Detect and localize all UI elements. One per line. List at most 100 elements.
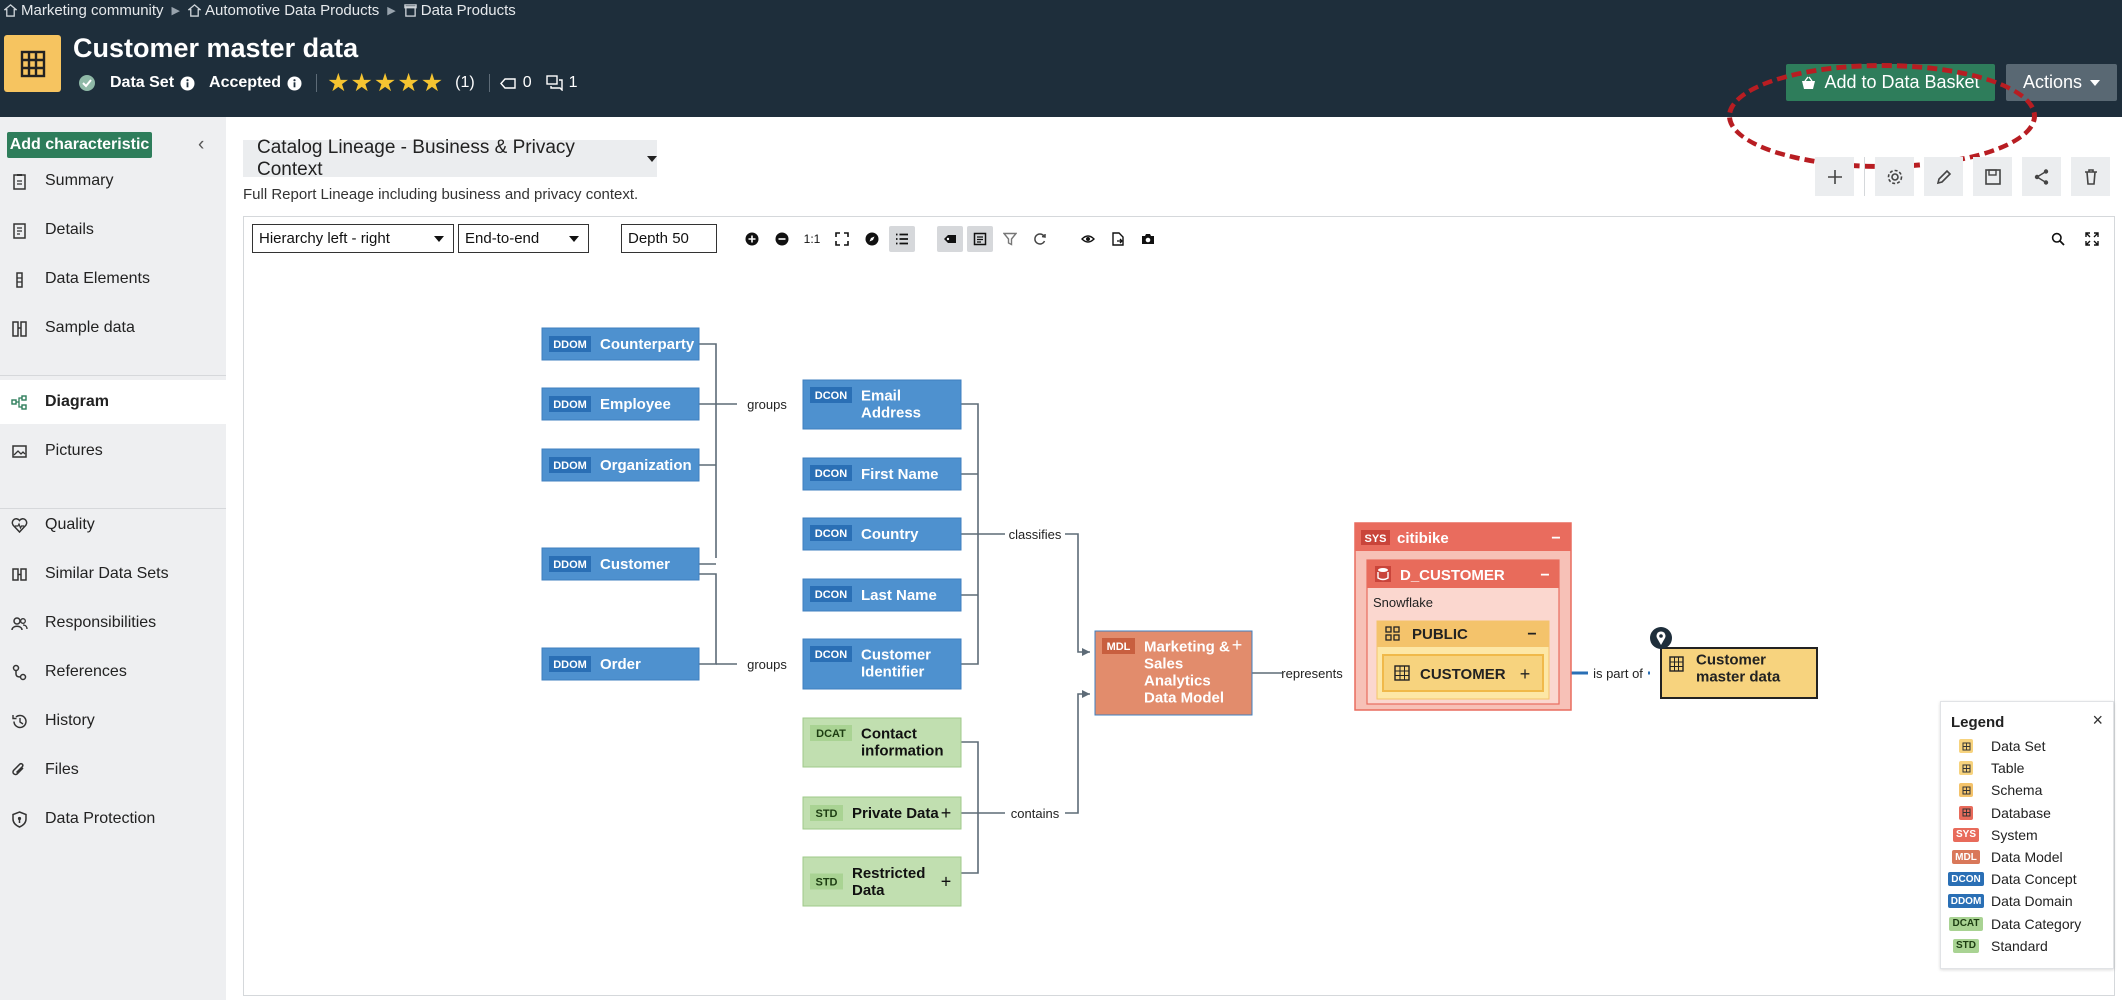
label-line: citibike	[1397, 530, 1449, 547]
depth-input[interactable]: Depth 50	[621, 224, 717, 253]
sidebar-item-sample-data[interactable]: Sample data	[0, 306, 226, 350]
fullscreen-button[interactable]	[2079, 226, 2105, 252]
star-icon[interactable]: ★	[420, 68, 444, 97]
label-line: Private Data	[852, 805, 939, 822]
node-label: Private Data	[852, 805, 939, 822]
zoom-out-button[interactable]	[769, 226, 795, 252]
export-button[interactable]	[1105, 226, 1131, 252]
share-view-button[interactable]	[2022, 157, 2061, 196]
breadcrumb-label: Automotive Data Products	[205, 1, 380, 19]
tags-count[interactable]: 0	[499, 74, 532, 92]
icon-part	[1378, 568, 1388, 572]
visibility-button[interactable]	[1075, 226, 1101, 252]
save-view-button[interactable]	[1973, 157, 2012, 196]
add-characteristic-button[interactable]: Add characteristic	[7, 132, 152, 158]
label-line: Address	[861, 405, 921, 422]
label-icon	[944, 235, 956, 243]
close-legend-icon[interactable]: ×	[2092, 710, 2103, 730]
sidebar-item-files[interactable]: Files	[0, 748, 226, 792]
list-view-toggle[interactable]	[889, 226, 915, 252]
legend-swatch	[1951, 783, 1981, 798]
fit-to-screen-button[interactable]	[829, 226, 855, 252]
breadcrumb-label: Data Products	[420, 1, 516, 19]
lineage-mode-select[interactable]: End-to-end	[458, 224, 589, 253]
label-line: DDOM	[553, 460, 587, 472]
add-to-data-basket-button[interactable]: Add to Data Basket	[1786, 64, 1995, 101]
view-settings-button[interactable]	[1875, 157, 1914, 196]
label-line: DDOM	[553, 339, 587, 351]
add-view-button[interactable]	[1815, 157, 1854, 196]
screenshot-button[interactable]	[1135, 226, 1161, 252]
zoom-reset-button[interactable]: 1:1	[803, 232, 821, 246]
sidebar-item-history[interactable]: History	[0, 699, 226, 743]
sidebar-item-similar-data-sets[interactable]: Similar Data Sets	[0, 552, 226, 596]
refresh-button[interactable]	[1027, 226, 1053, 252]
sidebar-item-data-elements[interactable]: Data Elements	[0, 257, 226, 301]
label-line: STD	[816, 877, 838, 889]
sidebar-item-references[interactable]: References	[0, 650, 226, 694]
sidebar-item-summary[interactable]: Summary	[0, 159, 226, 203]
breadcrumb-item-products[interactable]: Automotive Data Products	[188, 2, 379, 19]
comments-count[interactable]: 1	[545, 74, 578, 92]
details-icon	[13, 222, 26, 239]
star-icon[interactable]: ★	[373, 68, 397, 97]
sidebar-item-pictures[interactable]: Pictures	[0, 429, 226, 473]
sidebar-item-responsibilities[interactable]: Responsibilities	[0, 601, 226, 645]
info-icon[interactable]	[180, 76, 195, 91]
star-icon[interactable]: ★	[350, 68, 373, 97]
sidebar-item-quality[interactable]: Quality	[0, 503, 226, 547]
breadcrumb-item-domain[interactable]: Data Products	[404, 2, 516, 19]
star-icon[interactable]: ★	[327, 68, 350, 97]
dataset-icon	[1669, 656, 1684, 672]
zoom-in-button[interactable]	[739, 226, 765, 252]
info-icon[interactable]	[287, 76, 302, 91]
trash-icon	[2084, 168, 2097, 185]
filter-button[interactable]	[997, 226, 1023, 252]
label-toggle[interactable]	[937, 226, 963, 252]
files-icon	[12, 762, 24, 775]
layout-select[interactable]: Hierarchy left - right	[252, 224, 454, 253]
node-type-tag	[549, 336, 591, 352]
node-type-text: DCON	[815, 649, 847, 661]
search-diagram-button[interactable]	[2045, 226, 2071, 252]
sidebar-item-details[interactable]: Details	[0, 208, 226, 252]
icon-part	[1394, 665, 1410, 681]
node-type-tag	[549, 656, 591, 672]
sidebar-item-diagram[interactable]: Diagram	[0, 380, 226, 424]
edit-view-button[interactable]	[1924, 157, 1963, 196]
navigator-button[interactable]	[859, 226, 885, 252]
node-type-tag	[810, 387, 852, 403]
sidebar-item-label: Diagram	[45, 393, 110, 410]
diagram-view-select[interactable]: Catalog Lineage - Business & Privacy Con…	[243, 137, 657, 180]
breadcrumb-item-community[interactable]: Marketing community	[4, 2, 164, 19]
rating[interactable]: ★★★★★ (1)	[327, 68, 475, 97]
delete-view-button[interactable]	[2071, 157, 2110, 196]
diagram-canvas[interactable]: Hierarchy left - right End-to-end Depth …	[243, 216, 2115, 996]
label-line: Data	[852, 882, 885, 899]
divider	[1864, 157, 1865, 196]
details-toggle[interactable]	[967, 226, 993, 252]
sidebar-item-data-protection[interactable]: Data Protection	[0, 797, 226, 841]
collapse-sidebar-icon[interactable]: ‹	[198, 134, 205, 155]
star-rating[interactable]: ★★★★★	[327, 68, 444, 97]
sidebar-item-label: Data Elements	[45, 270, 150, 287]
label-line: Last Name	[861, 587, 937, 604]
actions-button[interactable]: Actions	[2006, 64, 2117, 101]
star-icon[interactable]: ★	[397, 68, 420, 97]
